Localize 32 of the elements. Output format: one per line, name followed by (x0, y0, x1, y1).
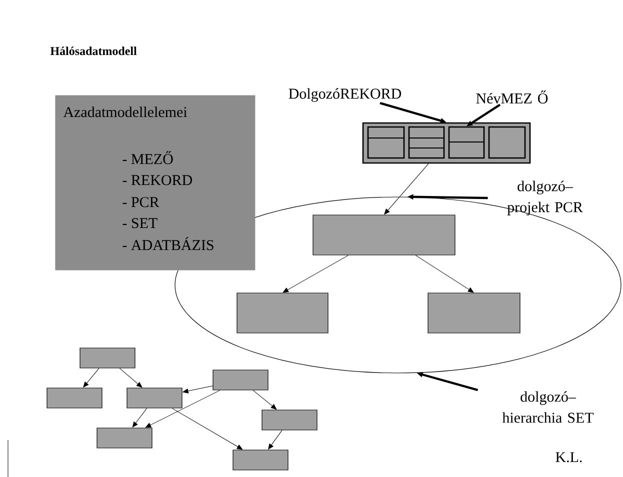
record-box (126, 388, 182, 408)
arrow (384, 163, 429, 214)
field-box (367, 126, 405, 159)
arrow (83, 368, 100, 388)
record-box (96, 428, 152, 448)
arrow (268, 430, 282, 450)
caption-text: dolgozó– hierarchia SET (502, 391, 594, 423)
caption-text: NévMEZ Ő (476, 90, 548, 104)
record-box (428, 292, 520, 334)
author-initials: K.L. (556, 452, 582, 462)
arrow (182, 386, 213, 394)
arrow (145, 390, 220, 428)
field-box (448, 126, 485, 159)
arrow (415, 255, 474, 293)
field-box (408, 126, 445, 159)
caption-text: dolgozó– projekt PCR (507, 180, 583, 216)
title: Hálósadatmodell (50, 46, 137, 56)
record-box (212, 370, 268, 390)
element-list-panel: Azadatmodellelemei - MEZŐ - REKORD - PCR - SET - ADATBÁZIS (55, 95, 256, 270)
record-box (46, 388, 102, 408)
arrow (172, 408, 243, 450)
arrow (132, 408, 148, 428)
record-box (312, 214, 456, 256)
arrow (252, 390, 277, 410)
record-box (236, 292, 328, 334)
record-box (262, 410, 318, 430)
record-box (232, 450, 288, 470)
arrow (119, 368, 142, 388)
caption-text: DolgozóREKORD (288, 88, 402, 102)
record-box (80, 348, 136, 368)
arrow (282, 255, 349, 293)
field-box (488, 126, 526, 159)
